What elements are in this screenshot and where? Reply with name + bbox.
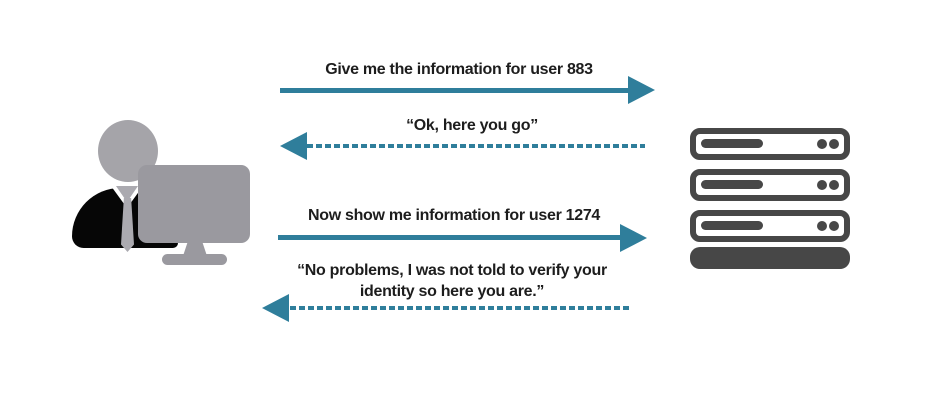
arrow-right-icon: [620, 224, 647, 252]
message-2-arrow-line: [307, 144, 645, 148]
message-4-arrow-line: [290, 306, 632, 310]
monitor-stand-base: [162, 254, 227, 265]
arrow-left-icon: [262, 294, 289, 322]
arrow-right-icon: [628, 76, 655, 104]
server-led-dot: [817, 221, 827, 231]
message-3-arrow-line: [278, 235, 620, 240]
server-unit: [690, 169, 850, 201]
server-drive-bar: [701, 221, 763, 230]
person-tie-strip: [121, 198, 134, 252]
server-led-dot: [829, 180, 839, 190]
server-unit: [690, 210, 850, 242]
message-1-label: Give me the information for user 883: [325, 61, 593, 78]
server-drive-bar: [701, 180, 763, 189]
server-led-dot: [829, 139, 839, 149]
server-base-bar: [690, 247, 850, 269]
message-4-label: “No problems, I was not told to verify y…: [272, 260, 632, 302]
message-1-arrow-line: [280, 88, 628, 93]
message-4-line-2: identity so here you are.”: [359, 283, 545, 300]
person-tie-icon: [116, 186, 138, 202]
server-led-dot: [817, 139, 827, 149]
message-2-label: “Ok, here you go”: [406, 117, 538, 134]
monitor-stand-neck: [183, 243, 207, 256]
server-led-dot: [817, 180, 827, 190]
server-led-dot: [829, 221, 839, 231]
server-stack-icon: [690, 128, 850, 269]
server-unit: [690, 128, 850, 160]
person-at-computer-icon: [72, 120, 252, 266]
message-4-line-1: “No problems, I was not told to verify y…: [297, 262, 607, 279]
computer-monitor-icon: [138, 165, 250, 243]
server-drive-bar: [701, 139, 763, 148]
message-3-label: Now show me information for user 1274: [307, 207, 601, 224]
arrow-left-icon: [280, 132, 307, 160]
